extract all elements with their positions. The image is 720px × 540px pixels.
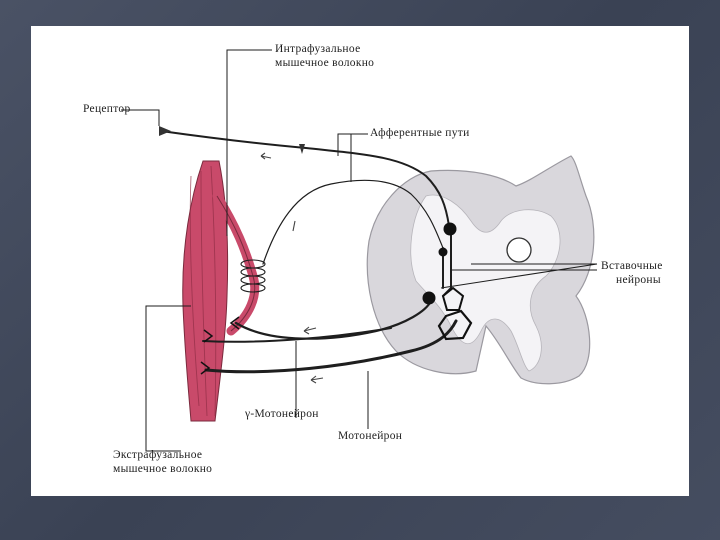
- direction-arrows: [261, 153, 323, 383]
- arrow-afferent: [261, 153, 271, 159]
- label-motoneuron: Мотонейрон: [338, 430, 402, 443]
- arrow-alpha: [311, 376, 323, 383]
- arrow-spindle: [293, 221, 295, 231]
- central-canal: [507, 238, 531, 262]
- interneuron-1: [439, 248, 448, 257]
- arrow-gamma: [304, 327, 316, 334]
- label-gamma-motoneuron: γ-Мотонейрон: [245, 408, 319, 421]
- interneuron-2: [423, 292, 436, 305]
- receptor-ending: [159, 126, 171, 136]
- label-receptor: Рецептор: [83, 103, 131, 116]
- label-interneurons-line1: Вставочные: [601, 260, 663, 273]
- afferent-terminal: [444, 223, 457, 236]
- label-afferent-paths: Афферентные пути: [370, 127, 470, 140]
- label-interneurons-line2: нейроны: [616, 274, 661, 287]
- ganglion-mark: [299, 144, 305, 154]
- label-intrafusal-line1: Интрафузальное: [275, 43, 360, 56]
- label-extrafusal-line2: мышечное волокно: [113, 463, 212, 476]
- label-intrafusal-line2: мышечное волокно: [275, 57, 374, 70]
- reflex-arc-figure: Интрафузальное мышечное волокно Рецептор…: [31, 26, 689, 496]
- label-extrafusal-line1: Экстрафузальное: [113, 449, 202, 462]
- diagram-drawing: [31, 26, 689, 496]
- leader-afferent: [338, 134, 368, 182]
